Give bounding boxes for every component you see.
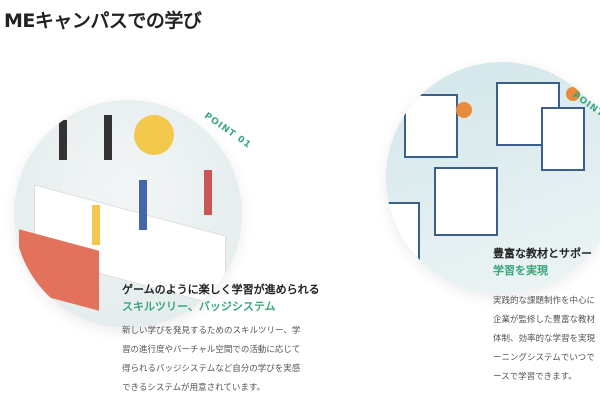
body-line: 実践的な課題制作を中心に	[493, 296, 596, 306]
heading-line1: ゲームのように楽しく学習が進められる	[122, 283, 320, 296]
body-line: ースで学習できます。	[493, 372, 577, 382]
body-line: ーニングシステムでいつで	[493, 353, 595, 363]
point-02-heading: 豊富な教材とサポー 学習を実現	[493, 245, 592, 279]
point-01-heading: ゲームのように楽しく学習が進められる スキルツリー、バッジシステム	[122, 281, 320, 315]
learning-materials-illustration	[386, 62, 600, 294]
skill-tree-illustration	[14, 100, 242, 328]
body-line: できるシステムが用意されています。	[122, 383, 265, 393]
heading-line2: スキルツリー、バッジシステム	[122, 300, 276, 313]
body-line: 得られるバッジシステムなど自分の学びを実感	[122, 364, 301, 374]
page-title: MEキャンパスでの学び	[4, 10, 202, 32]
body-line: 習の進行度やバーチャル空間での活動に応じて	[122, 345, 301, 355]
body-line: 体制、効率的な学習を実現	[493, 334, 596, 344]
point-02-body: 実践的な課題制作を中心に 企業が監修した豊富な教材 体制、効率的な学習を実現 ー…	[493, 292, 595, 387]
heading-line2: 学習を実現	[493, 264, 548, 277]
body-line: 新しい学びを発見するためのスキルツリー、学	[122, 326, 301, 336]
point-01-body: 新しい学びを発見するためのスキルツリー、学 習の進行度やバーチャル空間での活動に…	[122, 322, 300, 398]
heading-line1: 豊富な教材とサポー	[493, 247, 592, 260]
body-line: 企業が監修した豊富な教材	[493, 315, 596, 325]
